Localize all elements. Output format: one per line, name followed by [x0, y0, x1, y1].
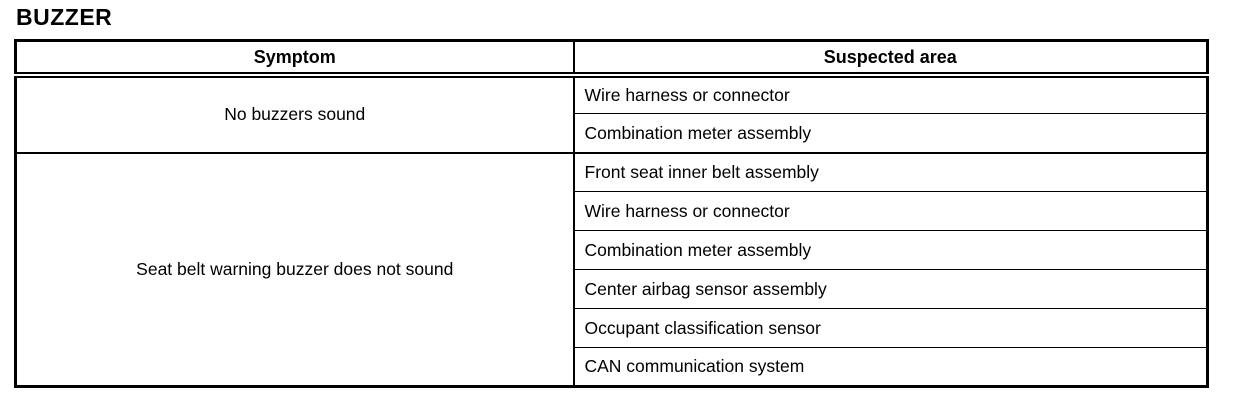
page: BUZZER Symptom Suspected area No buzzers…: [14, 4, 1209, 389]
page-title: BUZZER: [16, 4, 113, 30]
header-row: Symptom Suspected area: [14, 39, 1209, 78]
suspected-area-cell: Front seat inner belt assembly: [573, 151, 1209, 193]
table-row: Combination meter assembly: [16, 113, 1209, 154]
symptom-cell: No buzzers sound: [14, 73, 575, 154]
suspected-area-cell: Wire harness or connector: [573, 191, 1209, 232]
table-row: CAN communication system: [16, 347, 1209, 389]
symptom-cell: Seat belt warning buzzer does not sound: [14, 151, 575, 388]
suspected-area-cell: Combination meter assembly: [573, 113, 1209, 154]
table-row: Occupant classification sensor: [16, 308, 1209, 349]
suspected-area-cell: Combination meter assembly: [573, 230, 1209, 271]
suspected-area-cell: CAN communication system: [573, 347, 1209, 389]
suspected-area-cell: Wire harness or connector: [573, 73, 1209, 115]
header-suspected-area: Suspected area: [573, 39, 1209, 78]
table-row: Wire harness or connector: [16, 191, 1209, 232]
header-symptom: Symptom: [14, 39, 575, 78]
suspected-area-cell: Center airbag sensor assembly: [573, 269, 1209, 310]
table-row: Center airbag sensor assembly: [16, 269, 1209, 310]
suspected-area-cell: Occupant classification sensor: [573, 308, 1209, 349]
